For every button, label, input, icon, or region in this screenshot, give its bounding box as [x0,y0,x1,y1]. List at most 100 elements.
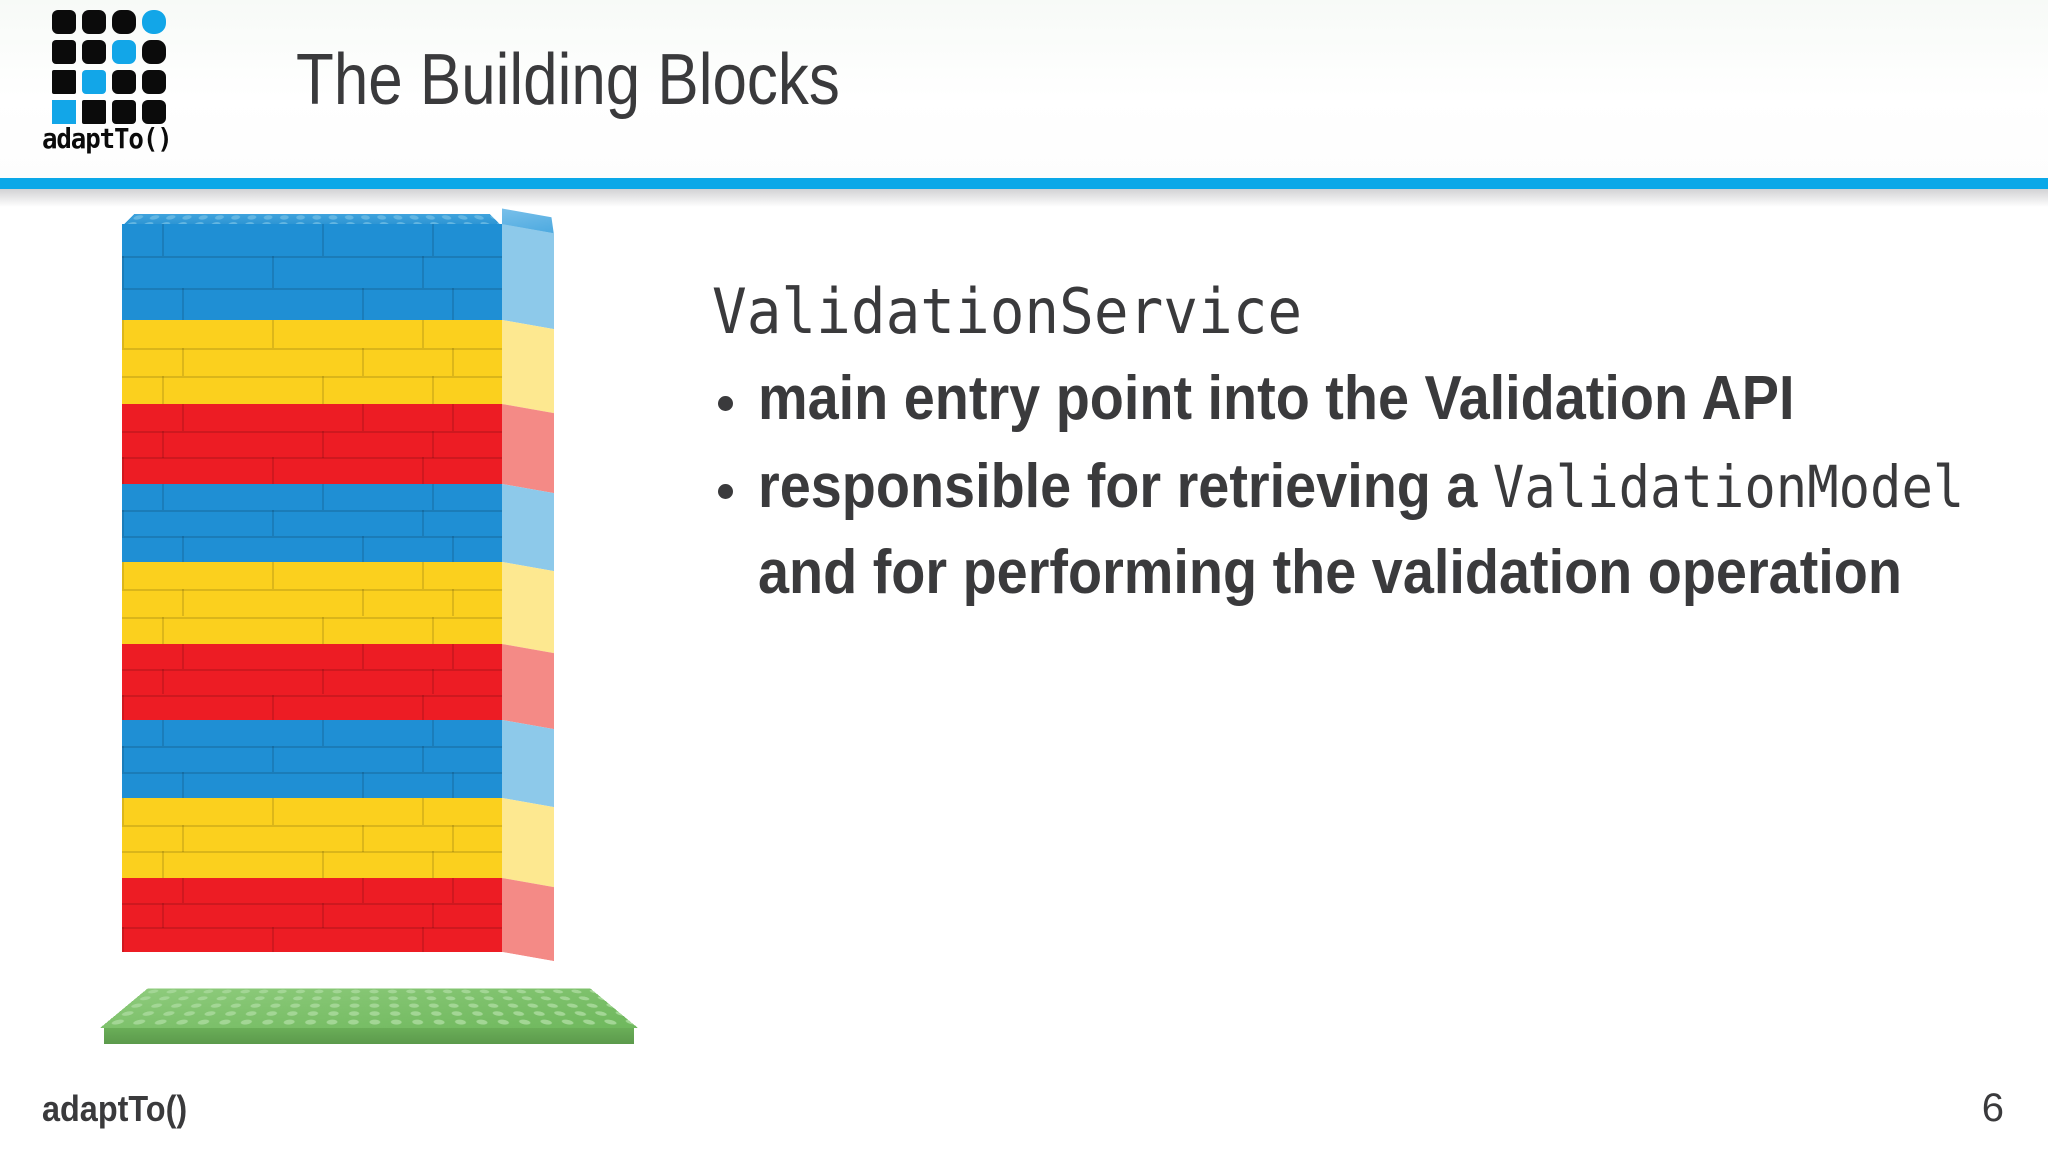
wall-front-face [122,224,502,952]
code-heading: ValidationService [712,275,1303,348]
inline-text: and for performing the validation operat… [758,538,1902,607]
wall-side-band-blue [502,720,554,808]
brick-seam [452,644,454,669]
brick-seam [322,484,324,510]
brick-seam [432,851,434,878]
brick-seam [452,536,454,562]
brick-seam [182,878,184,903]
brick-mortar-line [122,376,502,378]
brick-mortar-line [122,288,502,290]
wall-side-band-yellow [502,562,554,654]
logo-cell-r2-c1 [82,70,106,94]
bullet-text: responsible for retrieving a ValidationM… [758,444,2001,616]
brick-seam [422,510,424,536]
brick-seam [272,256,274,288]
brick-seam [122,798,124,825]
brick-mortar-line [122,536,502,538]
brick-mortar-line [122,431,502,433]
brick-seam [162,903,164,928]
wall-band-yellow [122,320,502,404]
wall-band-blue [122,720,502,798]
brick-seam [362,288,364,320]
brick-seam [182,825,184,852]
logo-cell-r0-c2 [112,10,136,34]
brick-seam [272,320,274,348]
brick-mortar-line [122,851,502,853]
lego-wall-image [100,208,646,1048]
wall-side-band-blue [502,484,554,572]
logo-cell-r1-c0 [52,40,76,64]
baseplate-front-edge [104,1028,634,1044]
brick-seam [362,644,364,669]
logo-cell-r0-c3 [142,10,166,34]
brick-seam [162,851,164,878]
baseplate-top-surface [100,988,638,1028]
logo-cell-r1-c2 [112,40,136,64]
brick-seam [422,695,424,720]
brick-seam [182,589,184,616]
brick-seam [432,617,434,644]
brick-seam [452,589,454,616]
brick-seam [422,746,424,772]
logo-grid-icon [52,10,172,124]
brick-mortar-line [122,457,502,459]
brick-seam [452,878,454,903]
slide-header: adaptTo() The Building Blocks [0,0,2048,178]
brick-seam [162,669,164,694]
brick-seam [322,431,324,458]
brick-seam [362,772,364,798]
brick-seam [322,376,324,404]
bullet-dot-icon [718,396,733,411]
logo-cell-r2-c0 [52,70,76,94]
brick-seam [272,798,274,825]
brick-mortar-line [122,348,502,350]
brick-seam [452,348,454,376]
brick-seam [432,669,434,694]
brick-seam [322,720,324,746]
brick-seam [182,404,184,431]
brick-seam [272,510,274,536]
brick-seam [272,927,274,952]
brick-seam [322,903,324,928]
brick-mortar-line [122,903,502,905]
brick-seam [452,825,454,852]
brick-seam [322,617,324,644]
brick-seam [422,562,424,589]
brick-mortar-line [122,772,502,774]
brick-seam [122,457,124,484]
brick-seam [122,927,124,952]
logo-cell-r2-c2 [112,70,136,94]
brick-seam [272,457,274,484]
logo-cell-r0-c0 [52,10,76,34]
footer-page-number: 6 [1981,1086,2004,1130]
brick-seam [422,927,424,952]
brick-mortar-line [122,510,502,512]
wall-side-band-yellow [502,320,554,414]
bullet-retrieving-model: responsible for retrieving a ValidationM… [712,444,2002,616]
brick-seam [272,746,274,772]
brick-seam [162,484,164,510]
brick-seam [182,536,184,562]
brick-seam [272,562,274,589]
wall-band-yellow [122,798,502,878]
brick-seam [422,457,424,484]
brick-seam [122,562,124,589]
bullet-list: main entry point into the Validation API… [712,356,2002,616]
wall-band-blue [122,484,502,562]
brick-mortar-line [122,669,502,671]
header-shadow [0,189,2048,207]
brick-seam [362,348,364,376]
wall-band-red [122,644,502,720]
logo-cell-r1-c3 [142,40,166,64]
adaptto-logo: adaptTo() [42,4,212,172]
brick-seam [322,669,324,694]
wall-band-red [122,878,502,952]
brick-seam [122,256,124,288]
brick-seam [432,484,434,510]
brick-seam [432,224,434,256]
bullet-text: main entry point into the Validation API [758,356,2001,442]
brick-seam [362,404,364,431]
brick-mortar-line [122,927,502,929]
lego-baseplate [100,926,638,1044]
brick-seam [362,825,364,852]
